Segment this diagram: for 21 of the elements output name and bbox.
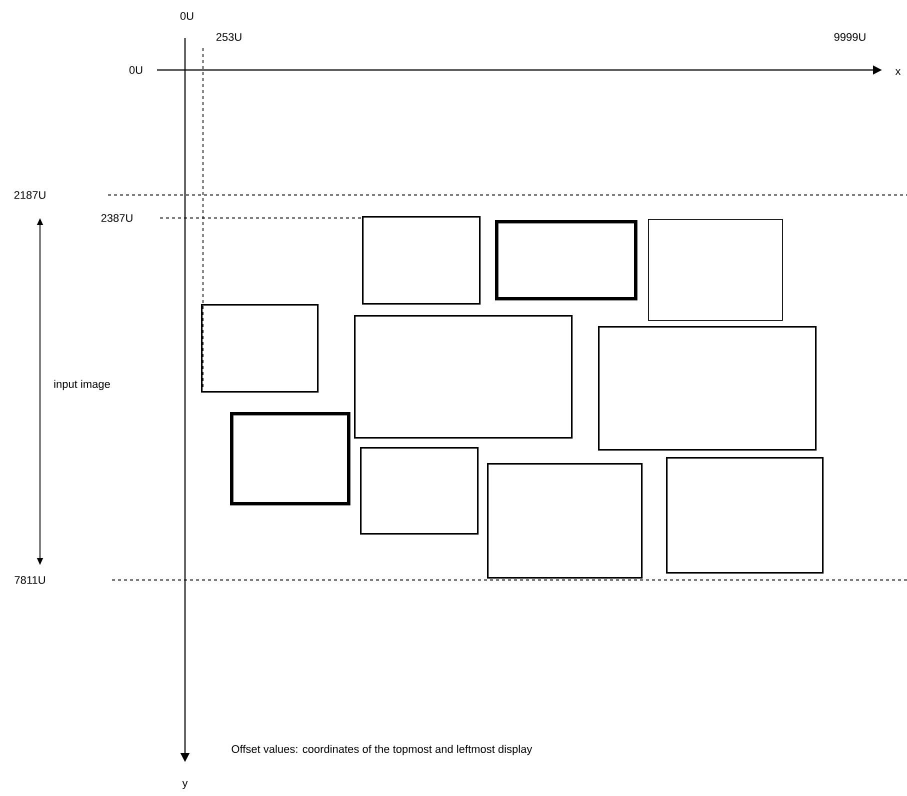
rectangle	[360, 447, 479, 535]
axis-label: 2387U	[101, 214, 132, 222]
rectangle	[598, 326, 817, 451]
rectangle	[648, 219, 783, 321]
axis-label: 7811U	[14, 576, 45, 584]
rectangle	[666, 457, 824, 574]
axis-label: x	[895, 69, 901, 75]
dimension-label: input image	[54, 380, 110, 390]
rectangle	[354, 315, 573, 439]
rectangle	[487, 463, 643, 579]
rectangle	[362, 216, 481, 305]
axis-label: 253U	[216, 33, 242, 41]
axis-label: 0U	[129, 66, 142, 74]
axis-label: y	[182, 780, 188, 790]
axis-label: 0U	[180, 12, 194, 20]
rectangle	[201, 304, 319, 393]
axis-label: 9999U	[834, 33, 866, 41]
rectangle	[495, 220, 638, 300]
caption: Offset values: coordinates of the topmost and leftmost display	[232, 744, 532, 756]
axis-label: 2187U	[14, 191, 46, 199]
rectangle	[230, 412, 350, 506]
